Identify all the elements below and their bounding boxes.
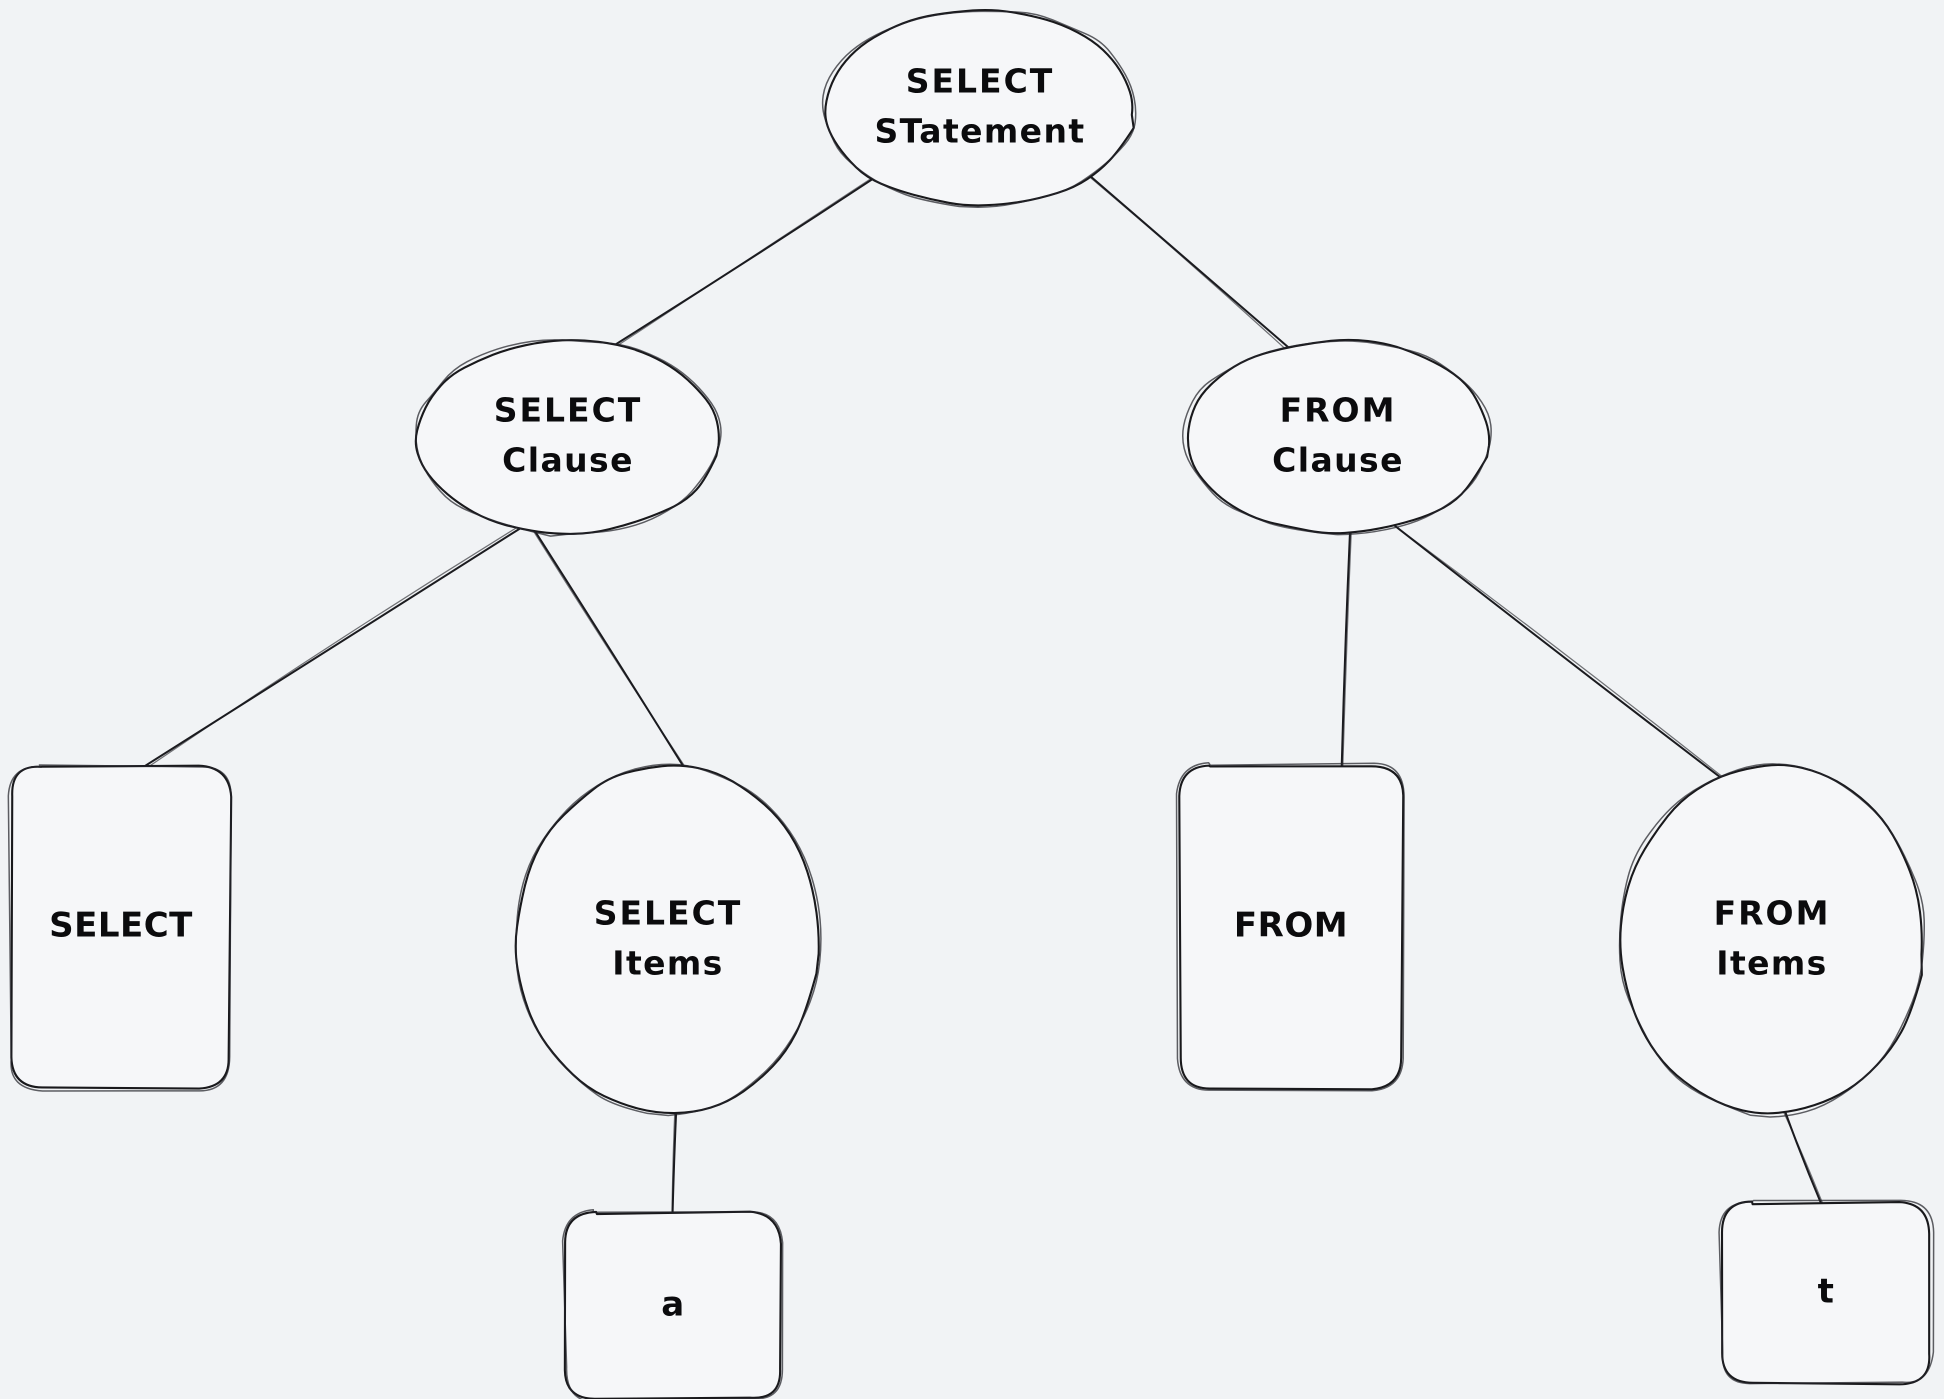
node-from-clause-ellipse-ghost [1183, 341, 1491, 535]
edge-fromclause-items-stroke-ghost [1387, 520, 1724, 779]
node-from-clause-label-line1: FROM [1280, 391, 1397, 430]
node-select-statement-ellipse[interactable] [825, 10, 1133, 205]
edge-selclause-items [533, 529, 688, 771]
edge-stmt-from-clause [1089, 175, 1290, 351]
node-select-items[interactable]: SELECT Items [516, 764, 821, 1115]
node-a-terminal-rect[interactable] [565, 1212, 781, 1399]
node-from-items-ellipse[interactable] [1620, 765, 1922, 1113]
node-from-items-label-line2: Items [1716, 944, 1827, 983]
node-select-items-label-line1: SELECT [594, 894, 743, 933]
node-select-statement-label-line1: SELECT [906, 62, 1055, 101]
edge-stmt-from-clause-stroke-ghost [1089, 176, 1287, 351]
node-select-statement-label-line2: STatement [874, 112, 1085, 151]
node-from-clause-label-line2: Clause [1272, 441, 1404, 480]
node-select-clause[interactable]: SELECT Clause [416, 340, 721, 536]
node-select-clause-ellipse[interactable] [416, 340, 719, 534]
node-from-items[interactable]: FROM Items [1620, 764, 1925, 1117]
node-a-terminal[interactable]: a [563, 1210, 783, 1399]
edge-stmt-select-clause-stroke-ghost [611, 177, 873, 350]
node-select-terminal-label: SELECT [49, 906, 193, 946]
node-from-clause[interactable]: FROM Clause [1183, 340, 1491, 535]
node-select-terminal-rect-ghost [8, 765, 231, 1091]
edge-fromclause-from [1340, 532, 1352, 771]
node-from-terminal-rect[interactable] [1179, 766, 1403, 1090]
node-a-terminal-rect-ghost [563, 1210, 783, 1399]
edge-fromclause-items [1387, 520, 1724, 779]
node-from-terminal-rect-ghost [1177, 763, 1405, 1091]
node-from-terminal-label: FROM [1234, 906, 1348, 946]
node-select-statement-ellipse-ghost [823, 11, 1136, 207]
node-t-terminal-rect-ghost [1719, 1200, 1934, 1383]
node-select-terminal-rect[interactable] [11, 766, 231, 1089]
edge-fromclause-from-stroke [1340, 533, 1351, 769]
edge-selitems-a-stroke-ghost [671, 1111, 676, 1214]
edge-stmt-from-clause-stroke [1090, 175, 1290, 349]
node-a-terminal-label: a [661, 1285, 684, 1325]
edge-selclause-items-stroke-ghost [533, 531, 688, 771]
edge-fromclause-items-stroke [1388, 520, 1723, 779]
edge-stmt-select-clause [610, 177, 874, 350]
node-t-terminal-rect[interactable] [1722, 1202, 1929, 1385]
node-t-terminal-label: t [1818, 1272, 1835, 1312]
node-select-statement[interactable]: SELECT STatement [823, 10, 1136, 207]
edge-selitems-a [671, 1110, 678, 1217]
edges-layer [140, 175, 1824, 1217]
node-select-items-ellipse[interactable] [516, 766, 819, 1113]
node-t-terminal[interactable]: t [1719, 1200, 1934, 1384]
edge-selclause-select [140, 526, 522, 771]
node-select-items-ellipse-ghost [516, 764, 821, 1115]
node-from-items-ellipse-ghost [1620, 764, 1925, 1117]
node-select-items-label-line2: Items [612, 944, 723, 983]
edge-fromitems-t [1782, 1108, 1824, 1205]
edge-fromitems-t-stroke-ghost [1782, 1109, 1824, 1204]
edge-selclause-select-stroke-ghost [143, 526, 519, 771]
node-select-clause-label-line1: SELECT [494, 391, 643, 430]
nodes-layer: SELECTSTatementSELECTClauseFROMClauseSEL… [8, 10, 1933, 1399]
node-select-clause-ellipse-ghost [416, 340, 721, 536]
edge-fromitems-t-stroke [1783, 1108, 1823, 1205]
node-from-clause-ellipse[interactable] [1188, 340, 1489, 533]
edge-fromclause-from-stroke-ghost [1342, 532, 1352, 771]
node-select-terminal[interactable]: SELECT [8, 765, 231, 1091]
edge-selitems-a-stroke [671, 1110, 678, 1217]
node-select-clause-label-line2: Clause [502, 441, 634, 480]
node-from-terminal[interactable]: FROM [1177, 763, 1405, 1091]
node-from-items-label-line1: FROM [1714, 894, 1831, 933]
edge-selclause-select-stroke [140, 527, 522, 770]
